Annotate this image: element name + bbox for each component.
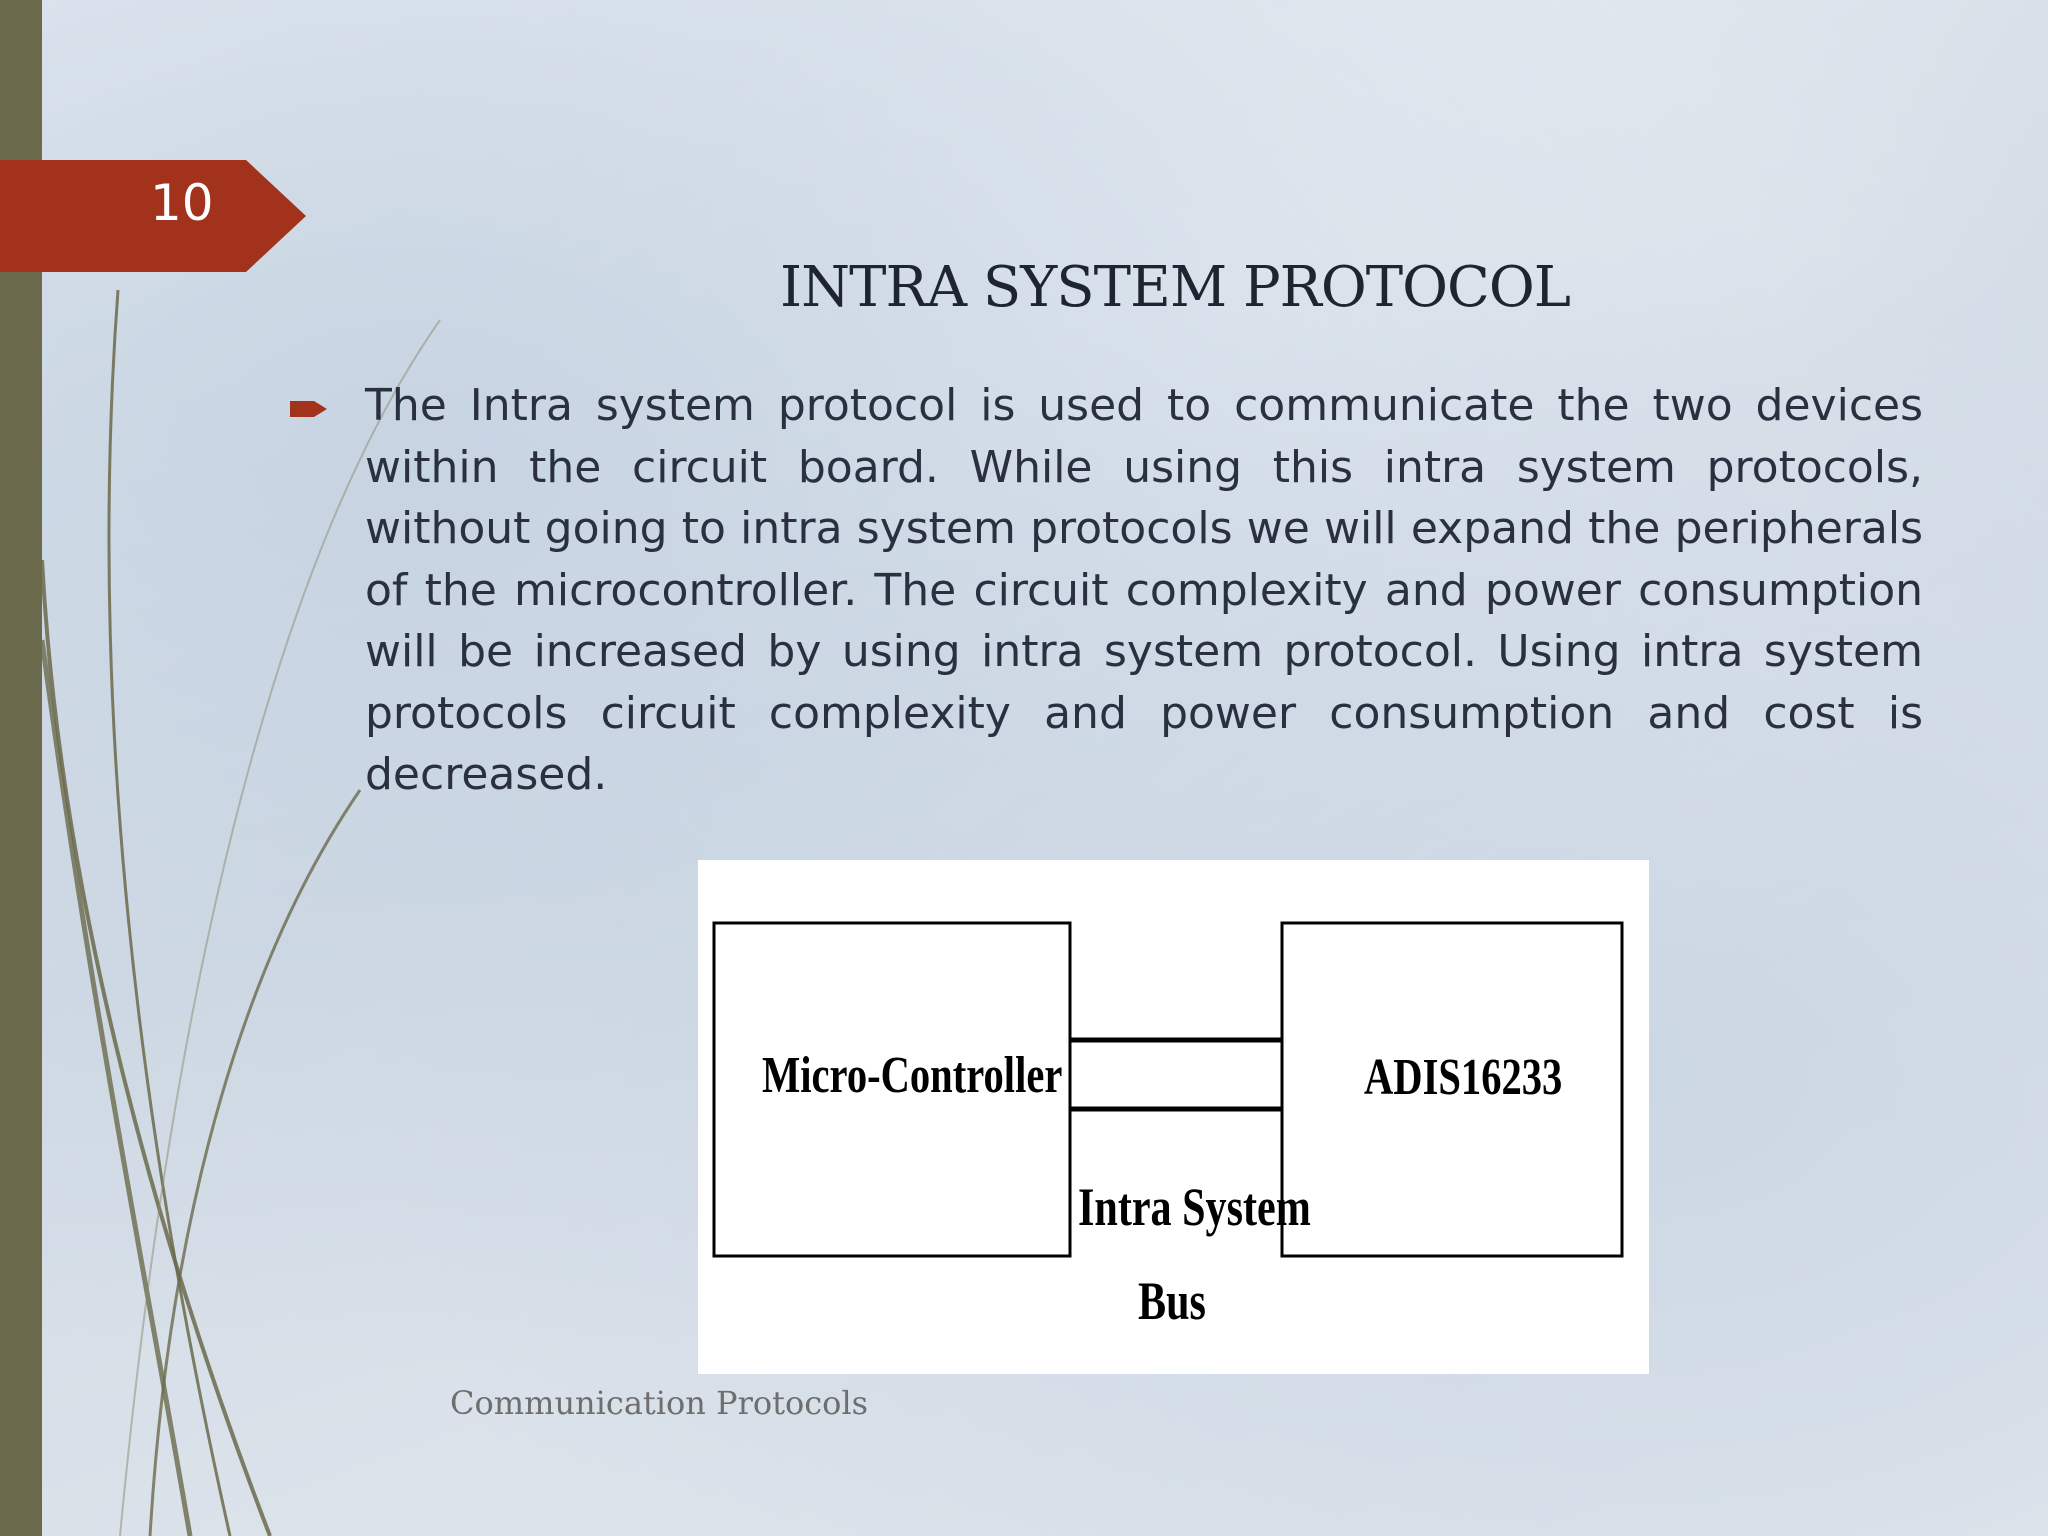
page-number: 10 [150,174,214,232]
page-number-tab [0,160,306,272]
footer-text: Communication Protocols [450,1384,869,1422]
block-diagram: Micro-Controller ADIS16233 Intra System … [698,860,1649,1374]
slide-title: INTRA SYSTEM PROTOCOL [780,255,1571,320]
microcontroller-label: Micro-Controller [762,1047,1063,1104]
adis16233-label: ADIS16233 [1364,1049,1563,1106]
bullet-text: The Intra system protocol is used to com… [365,380,1923,800]
arrow-bullet-icon [290,401,327,417]
bus-label-line2: Bus [1138,1271,1206,1331]
bus-label-line1: Intra System [1078,1177,1311,1237]
